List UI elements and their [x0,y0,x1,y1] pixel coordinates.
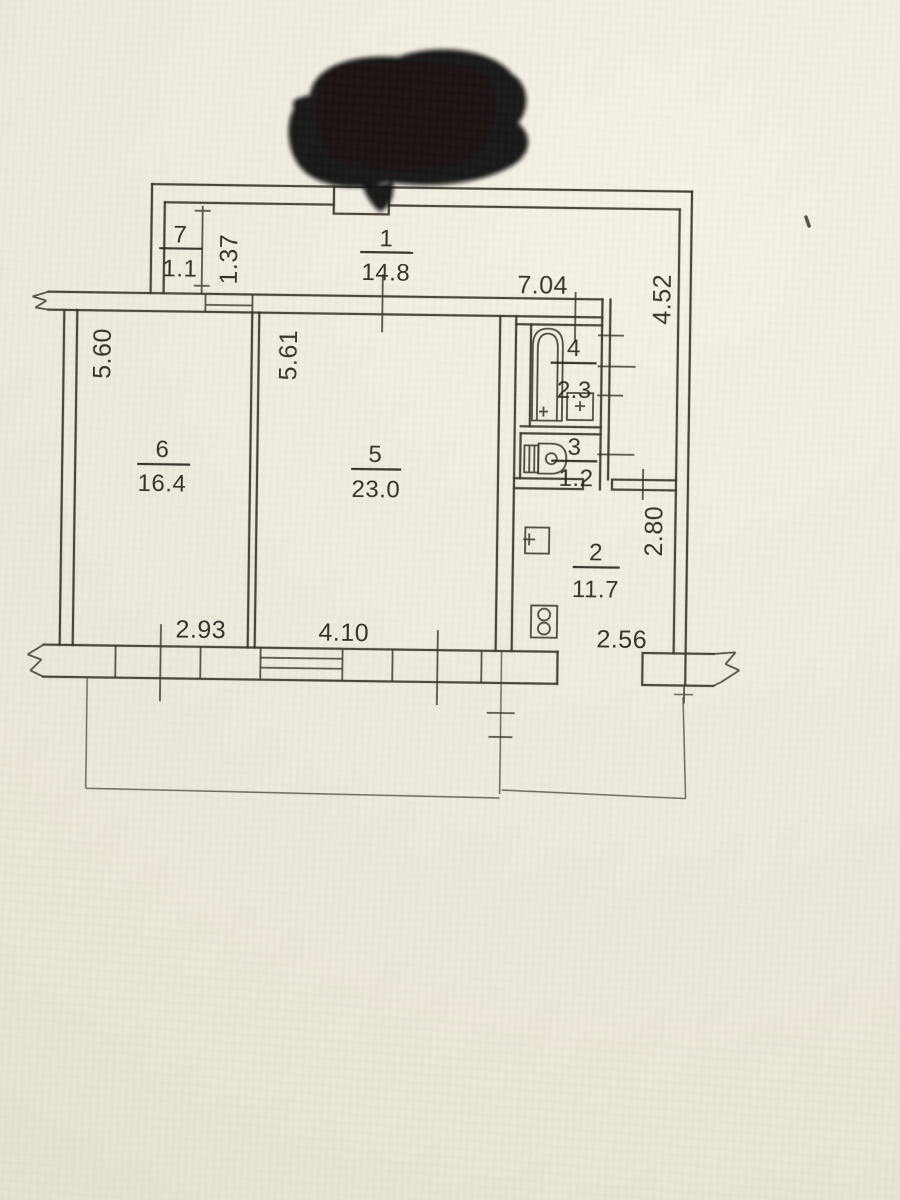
dimension-ticks [158,205,645,706]
outer-wall-bottom [27,643,559,685]
room-1-number: 1 [379,225,393,252]
wall-corridor [597,298,625,491]
room-4-number: 4 [567,335,581,362]
pen-speck [804,215,811,228]
dimension-labels: 1.37 7.04 4.52 5.60 5.61 2.80 2.93 4.10 … [88,234,677,654]
room-6-fraction-bar [137,462,191,466]
wall-bottom-right [640,651,740,704]
outer-wall-left-lower [58,308,79,647]
redaction-marker-blob [288,49,529,212]
wall-room6-room5 [246,311,261,649]
dim-room6-height: 5.60 [88,328,117,379]
wall-break-left-lower [27,643,45,678]
bathtub-icon [530,327,564,422]
dim-room6-width: 2.93 [175,615,226,644]
room-6-number: 6 [155,436,169,463]
room-1-fraction-bar [360,250,414,254]
dim-kitchen-width: 2.56 [596,625,647,654]
window-glazing [260,656,343,670]
room-2-number: 2 [589,539,603,566]
dim-room7-height: 1.37 [215,234,244,285]
bathroom-sink-icon [565,391,595,422]
room-7-fraction-bar [159,247,203,250]
room-5-number: 5 [368,441,382,468]
room-4-area: 2.3 [557,377,592,404]
dim-corridor-height: 4.52 [648,274,677,325]
bathroom-door-marks [597,334,625,397]
redaction-blob-drip [360,176,394,212]
balcony-left [84,677,500,799]
dim-kitchen-height: 2.80 [640,506,669,557]
room-6-area: 16.4 [137,470,186,498]
room-5-fraction-bar [351,467,402,471]
wall-break-right [712,651,740,687]
toilet-icon [523,442,568,475]
room-1-area: 14.8 [361,259,410,287]
room-labels: 7 1.1 1 14.8 4 2.3 3 1.2 6 16.4 5 23.0 [137,221,620,604]
wall-bathroom-box [515,323,604,480]
outer-wall-top [150,182,694,216]
door-opening-room6 [204,293,254,313]
room-4-fraction-bar [550,361,597,365]
room-3-fraction-bar [551,459,598,463]
dim-room5-height: 5.61 [274,329,303,380]
room-7-number: 7 [173,221,187,248]
outer-wall-right [672,190,694,686]
wall-kitchen-top [512,477,678,492]
room-2-fraction-bar [572,565,620,569]
room-3-number: 3 [567,434,581,461]
wall-room5-kitchen [486,314,518,795]
dim-room5-width: 4.10 [318,618,369,647]
wall-hallway-rooms [32,290,604,319]
dim-hall-width: 7.04 [517,271,568,300]
room-3-area: 1.2 [558,465,593,492]
room-5-area: 23.0 [351,476,400,504]
room-7-area: 1.1 [162,255,197,282]
room-2-area: 11.7 [572,576,619,604]
tub-faucet-cross [538,406,548,417]
kitchen-sink-icon [523,526,551,555]
stove-icon [529,604,559,639]
wall-break-left-upper [32,290,49,311]
balcony-right [501,693,694,800]
